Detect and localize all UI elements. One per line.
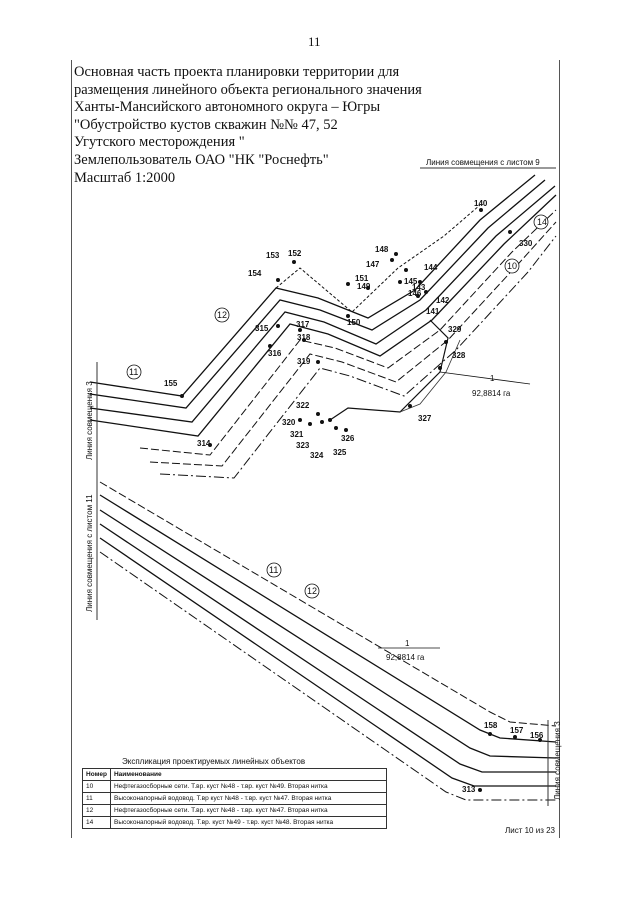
point-label: 148 (375, 245, 389, 254)
explication-title: Экспликация проектируемых линейных объек… (122, 757, 306, 766)
point-label: 143 (412, 283, 426, 292)
point-label: 144 (424, 263, 438, 272)
line-number-circle: 10 (507, 261, 517, 271)
point-label: 330 (519, 239, 533, 248)
column-header-number: Номер (82, 768, 111, 781)
row-number: 11 (82, 792, 111, 805)
page-number: 11 (308, 34, 321, 49)
point-label: 152 (288, 249, 302, 258)
point-label: 327 (418, 414, 432, 423)
line-number-circle: 14 (537, 217, 547, 227)
point-label: 149 (357, 282, 371, 291)
row-number: 10 (82, 780, 111, 793)
point-label: 318 (297, 333, 311, 342)
area-label-number: 1 (490, 374, 495, 383)
point-label: 320 (282, 418, 296, 427)
drawing-frame (71, 60, 560, 838)
area-label-value: 92,8814 га (472, 389, 511, 398)
point-label: 322 (296, 401, 310, 410)
point-label: 317 (296, 320, 310, 329)
point-label: 142 (436, 296, 450, 305)
point-label: 315 (255, 324, 269, 333)
row-number: 14 (82, 816, 111, 829)
table-row: 11 Высоконапорный водовод. Т.вр куст №48… (82, 792, 388, 805)
point-label: 145 (404, 277, 418, 286)
header-line: Основная часть проекта планировки террит… (74, 64, 400, 80)
line-number-circle: 11 (269, 565, 278, 575)
point-label: 150 (347, 318, 361, 327)
table-header-row: Номер Наименование (82, 768, 388, 781)
header-line: Масштаб 1:2000 (74, 169, 176, 186)
pipeline-corridor (89, 174, 557, 479)
row-name: Нефтегазосборные сети. Т.вр. куст №48 - … (109, 804, 388, 817)
upper-plan: Линия совмещения с листом 9 Линия совмещ… (85, 158, 557, 479)
line-number-circle: 12 (307, 586, 317, 596)
pipeline-corridor-lower (99, 481, 557, 801)
explication-table: Номер Наименование 10 Нефтегазосборные с… (82, 768, 388, 829)
sheet-number: Лист 10 из 23 (505, 826, 555, 835)
point-label: 146 (408, 289, 422, 298)
table-row: 12 Нефтегазосборные сети. Т.вр. куст №48… (82, 804, 388, 817)
point-label: 313 (462, 785, 476, 794)
point-label: 329 (448, 325, 462, 334)
match-line-left-lower-label: Линия совмещения с листом 11 (85, 494, 94, 612)
point-label: 140 (474, 199, 488, 208)
row-name: Нефтегазосборные сети. Т.вр. куст №48 - … (109, 780, 388, 793)
table-row: 10 Нефтегазосборные сети. Т.вр. куст №48… (82, 780, 388, 793)
point-label: 314 (197, 439, 211, 448)
point-label: 147 (366, 260, 380, 269)
point-label: 324 (310, 451, 324, 460)
point-label: 154 (248, 269, 262, 278)
point-label: 157 (510, 726, 524, 735)
point-label: 158 (484, 721, 498, 730)
table-row: 14 Высоконапорный водовод. Т.вр. куст №4… (82, 816, 388, 829)
point-label: 323 (296, 441, 310, 450)
point-label: 321 (290, 430, 304, 439)
header-line: размещения линейного объекта регионально… (74, 81, 422, 98)
line-number-circle: 11 (129, 367, 138, 377)
point-label: 141 (426, 307, 440, 316)
point-label: 153 (266, 251, 280, 260)
match-line-top-label: Линия совмещения с листом 9 (426, 158, 540, 167)
point-label: 316 (268, 349, 282, 358)
column-header-name: Наименование (109, 768, 388, 781)
area-label-value: 92,8814 га (386, 653, 425, 662)
point-label: 326 (341, 434, 355, 443)
point-label: 319 (297, 357, 311, 366)
line-number-circle: 12 (217, 310, 227, 320)
point-label: 328 (452, 351, 466, 360)
row-name: Высоконапорный водовод. Т.вр куст №48 - … (109, 792, 388, 805)
lower-plan: Линия совмещения с листом 11 Линия совме… (85, 470, 562, 806)
row-number: 12 (82, 804, 111, 817)
header-line: Ханты-Мансийского автономного округа – Ю… (74, 99, 381, 116)
match-line-right-lower-label: Линия совмещения 3 (553, 721, 562, 800)
header-line: Угутского месторождения " (74, 134, 245, 151)
match-line-left-upper-label: Линия совмещения 3 (85, 381, 94, 460)
row-name: Высоконапорный водовод. Т.вр. куст №49 -… (109, 816, 388, 829)
area-label-number: 1 (405, 639, 410, 648)
survey-points (180, 208, 512, 447)
document-header: Основная часть проекта планировки террит… (74, 64, 422, 187)
point-label: 155 (164, 379, 178, 388)
point-label: 325 (333, 448, 347, 457)
header-line: Землепользователь ОАО "НК "Роснефть" (74, 151, 329, 168)
point-label: 156 (530, 731, 544, 740)
point-label: 151 (355, 274, 369, 283)
header-line: "Обустройство кустов скважин №№ 47, 52 (74, 116, 338, 133)
